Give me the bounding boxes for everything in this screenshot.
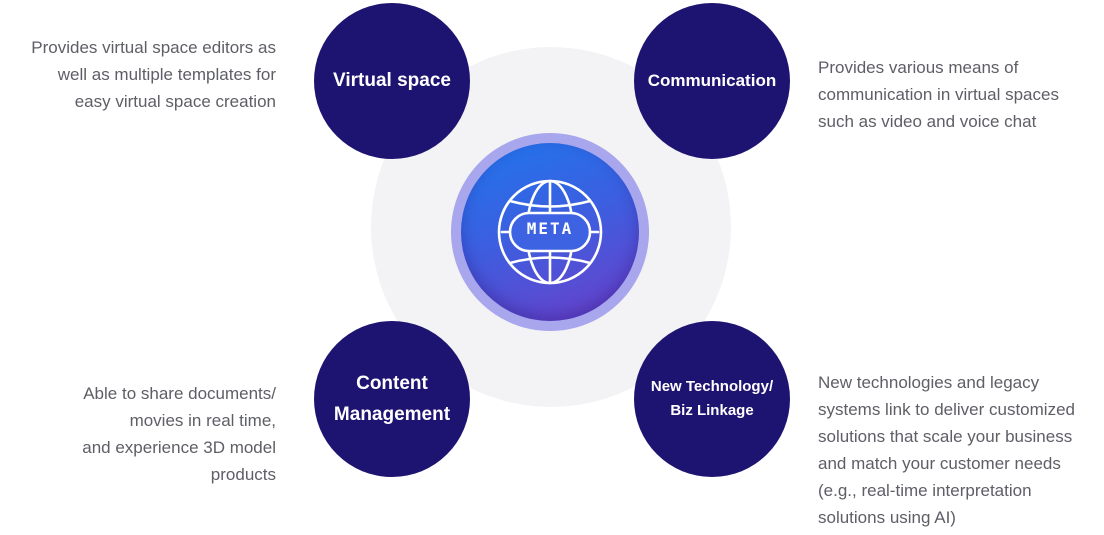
new-technology-description: New technologies and legacy systems link… (818, 373, 1075, 527)
node-content-management: Content Management (314, 321, 470, 477)
node-communication: Communication (634, 3, 790, 159)
node-content-management-label: Content Management (333, 373, 451, 425)
node-virtual-space: Virtual space (314, 3, 470, 159)
node-virtual-space-label: Virtual space (333, 70, 451, 91)
virtual-space-description: Provides virtual space editors as well a… (31, 38, 276, 111)
content-management-description: Able to share documents/ movies in real … (82, 384, 276, 484)
node-communication-label: Communication (647, 71, 777, 90)
globe-icon (494, 176, 606, 288)
hub-meta-label: META (526, 218, 574, 238)
node-new-technology: New Technology/ Biz Linkage (634, 321, 790, 477)
communication-description: Provides various means of communication … (818, 58, 1059, 131)
node-new-technology-label: New Technology/ Biz Linkage (650, 378, 774, 419)
